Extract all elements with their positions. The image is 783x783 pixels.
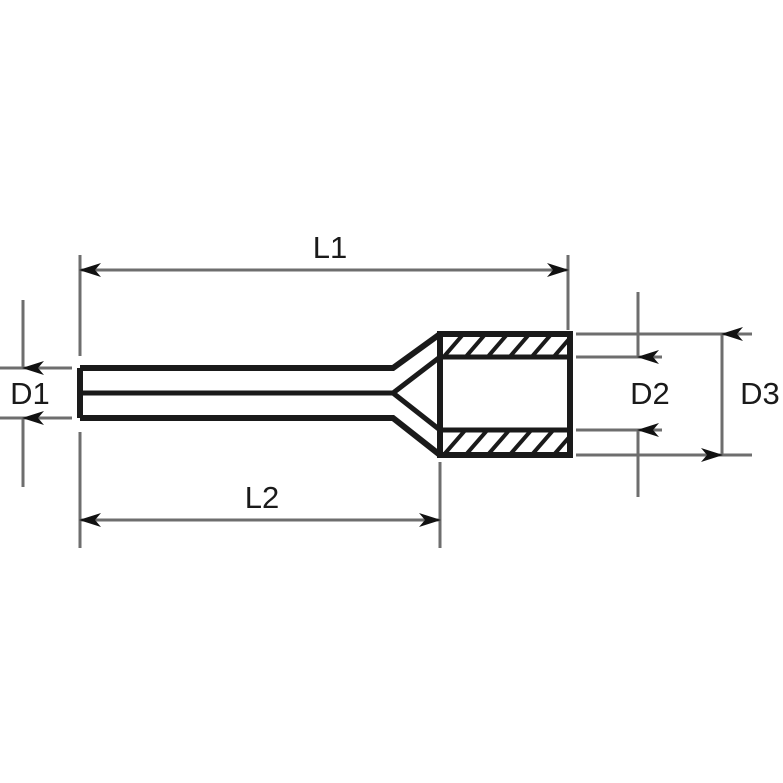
dimension-label-d2: D2 (630, 376, 670, 411)
dimension-label-l1: L1 (313, 230, 347, 265)
dimension-label-l2: L2 (245, 480, 279, 515)
wire-top-edge (80, 331, 442, 371)
dimension-d2: D2 (630, 292, 670, 497)
dimension-label-d3: D3 (740, 376, 780, 411)
sleeve-outer-body (437, 331, 573, 458)
conductor-vee-outline (388, 355, 442, 432)
conductor-vee (388, 355, 442, 432)
dimension-label-d1: D1 (10, 376, 50, 411)
ferrule-sleeve (437, 331, 573, 458)
wire-bottom-edge (80, 415, 442, 458)
sleeve-hatching-top (441, 335, 569, 356)
wire-body (77, 331, 442, 458)
dimension-d1: D1 (10, 300, 50, 487)
sleeve-hatching-bottom (441, 431, 569, 454)
dimension-l1: L1 (79, 230, 569, 277)
dimension-d3: D3 (701, 327, 780, 462)
dimension-l2: L2 (79, 480, 441, 527)
